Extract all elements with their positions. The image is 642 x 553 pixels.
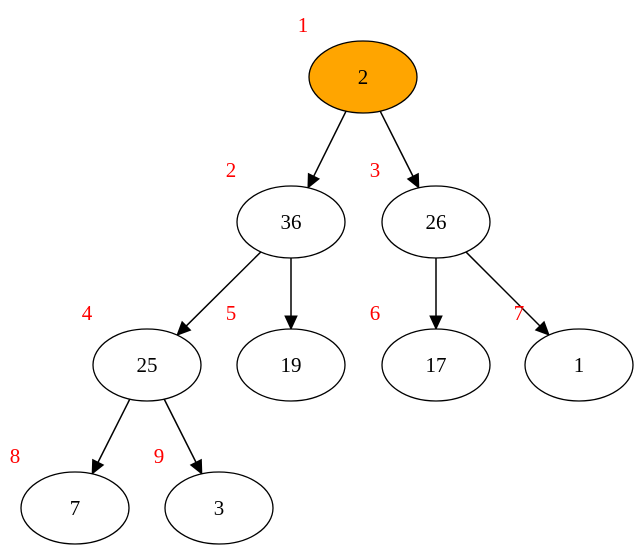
arrowhead (189, 458, 203, 475)
node-ellipse (92, 328, 202, 402)
edge-line (313, 110, 347, 177)
edge-n4-n8 (91, 398, 131, 475)
node-index-label: 2 (226, 158, 237, 182)
edge-n2-n4 (176, 251, 262, 336)
node-value: 26 (426, 210, 447, 234)
node-value: 1 (574, 353, 585, 377)
edge-line (97, 398, 131, 463)
node-index-label: 7 (514, 301, 525, 325)
node-ellipse (164, 471, 274, 545)
edge-line (465, 251, 541, 327)
node-index-label: 3 (370, 158, 381, 182)
tree-node-1: 1 (524, 328, 634, 402)
arrowhead (406, 172, 420, 189)
node-ellipse (236, 185, 346, 259)
edge-n3-n6 (429, 258, 443, 331)
node-value: 19 (281, 353, 302, 377)
index-labels: 1 2 3 4 5 6 7 8 9 (10, 13, 525, 468)
edges (91, 110, 550, 475)
node-value: 2 (358, 65, 369, 89)
node-ellipse (381, 185, 491, 259)
tree-node-3: 3 (164, 471, 274, 545)
node-ellipse (381, 328, 491, 402)
edge-n4-n9 (163, 398, 203, 475)
edge-n1-n3 (379, 110, 420, 189)
node-ellipse (236, 328, 346, 402)
edge-n2-n5 (284, 258, 298, 331)
node-index-label: 9 (154, 444, 165, 468)
arrowhead (176, 320, 192, 336)
node-index-label: 5 (226, 301, 237, 325)
tree-node-25: 25 (92, 328, 202, 402)
node-ellipse (20, 471, 130, 545)
node-index-label: 4 (82, 301, 93, 325)
arrowhead (429, 315, 443, 331)
node-ellipse (524, 328, 634, 402)
node-index-label: 6 (370, 301, 381, 325)
arrowhead (284, 315, 298, 331)
arrowhead (91, 458, 105, 475)
node-index-label: 1 (298, 13, 309, 37)
node-value: 17 (426, 353, 447, 377)
edge-n3-n7 (465, 251, 550, 336)
tree-node-26: 26 (381, 185, 491, 259)
node-index-label: 8 (10, 444, 21, 468)
tree-node-36: 36 (236, 185, 346, 259)
root-node-ellipse (308, 40, 418, 114)
tree-node-19: 19 (236, 328, 346, 402)
node-value: 25 (137, 353, 158, 377)
tree-node-7: 7 (20, 471, 130, 545)
edge-line (379, 110, 414, 177)
node-value: 7 (70, 496, 81, 520)
tree-node-17: 17 (381, 328, 491, 402)
tree-node-2: 2 (308, 40, 418, 114)
node-value: 36 (281, 210, 302, 234)
node-value: 3 (214, 496, 225, 520)
edge-n1-n2 (307, 110, 347, 189)
edge-line (185, 251, 262, 327)
edge-line (163, 398, 197, 463)
arrowhead (307, 172, 321, 189)
arrowhead (534, 320, 550, 336)
